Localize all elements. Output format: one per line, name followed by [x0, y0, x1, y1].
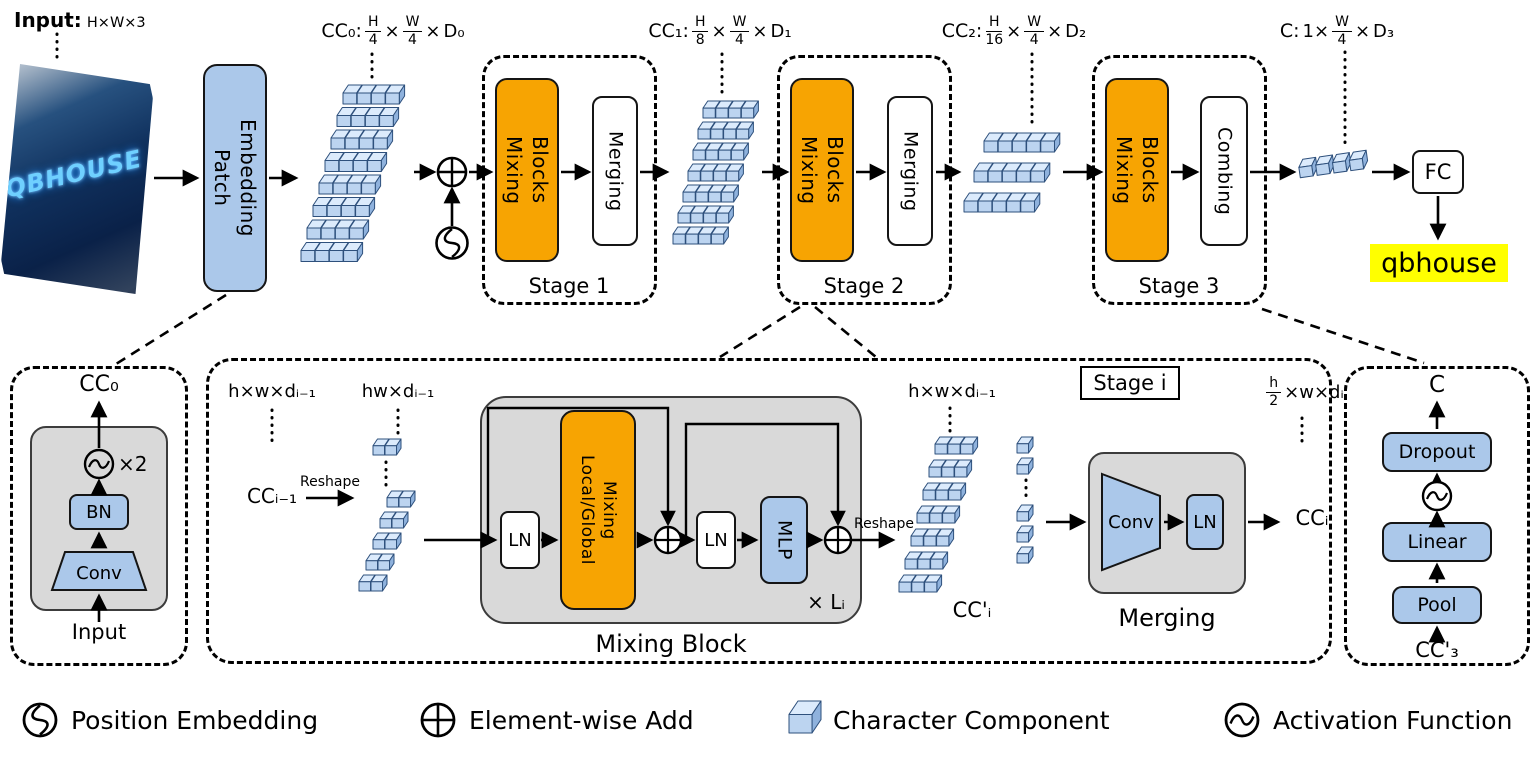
legend-activation-function: Activation Function: [1222, 698, 1512, 742]
activation-function-icon: [1224, 702, 1260, 738]
cc-prime-column-bottom: [1016, 504, 1034, 568]
element-wise-add-icon: [420, 702, 456, 738]
linear-box: Linear: [1382, 522, 1492, 562]
conv-label: Conv: [1108, 511, 1154, 533]
patch-detail-cc0-label: CC₀: [79, 372, 119, 397]
cc2-stack: [963, 132, 1061, 217]
mlp-box: MLP: [760, 496, 808, 584]
cc-prime-i-label: CC'ᵢ: [952, 598, 992, 622]
out-dims-label: h×w×dᵢ₋₁: [908, 380, 996, 402]
times-li-label: × Lᵢ: [807, 590, 845, 614]
linear-label: Linear: [1407, 531, 1467, 553]
bn-box: BN: [69, 494, 129, 530]
patch-detail-input-label: Input: [71, 620, 127, 644]
conv-label: Conv: [76, 563, 122, 584]
combing-detail-box: [1344, 366, 1530, 666]
input-image: QBHOUSE: [0, 64, 154, 294]
stage-3-mixing-blocks: Mixing Blocks: [1105, 78, 1169, 262]
dashed-connectors: [115, 293, 1425, 366]
local-global-mixing-label: Local/Global Mixing: [577, 454, 620, 566]
ln2-box: LN: [696, 511, 736, 569]
stage-2-label: Stage 2: [823, 274, 905, 298]
pool-box: Pool: [1392, 586, 1482, 624]
input-dims-text: H×W×3: [86, 15, 146, 31]
cc-prime-3-label: CC'₃: [1415, 638, 1459, 662]
legend-label: Position Embedding: [71, 705, 319, 735]
mixing-blocks-label: Mixing Blocks: [797, 135, 847, 205]
ln1-box: LN: [500, 511, 540, 569]
conv-trapezoid: Conv: [50, 550, 148, 592]
trapezoid-shape: [1101, 472, 1161, 572]
mixing-block-label: Mixing Block: [595, 630, 747, 658]
stage-i-box: Stage i: [1080, 366, 1180, 400]
combing-c-label: C: [1428, 372, 1446, 398]
flat-dims-label: hw×dᵢ₋₁: [361, 380, 435, 402]
merge-ln-box: LN: [1186, 494, 1224, 550]
character-component-icon: [788, 700, 822, 740]
flat-cc-pair: [372, 438, 402, 460]
dropout-box: Dropout: [1382, 432, 1492, 472]
c-stack: [1297, 149, 1371, 183]
trapezoid-shape: [50, 551, 148, 591]
times-two-label: ×2: [118, 452, 148, 476]
patch-detail-box: [10, 366, 188, 666]
reshape-in-label: Reshape: [300, 474, 360, 490]
legend-label: Element-wise Add: [469, 705, 694, 735]
input-label: Input: H×W×3: [14, 8, 146, 32]
reshape-out-label: Reshape: [854, 516, 914, 532]
mixing-detail-box: [206, 358, 1332, 664]
recognition-result: qbhouse: [1370, 244, 1508, 282]
stage-2-merging: Merging: [887, 96, 933, 246]
cc-i-label: CCᵢ: [1295, 506, 1329, 530]
stage-i-label: Stage i: [1093, 371, 1167, 395]
merging-label: Merging: [604, 130, 627, 212]
patch-embedding-box: Patch Embedding: [203, 64, 267, 292]
cc-i-minus-1-label: CCᵢ₋₁: [246, 484, 298, 508]
cc-prime-column-top: [1016, 436, 1034, 479]
element-wise-add-icon: [436, 156, 468, 188]
ln-label: LN: [508, 529, 532, 551]
mixing-blocks-label: Mixing Blocks: [1112, 135, 1162, 205]
dropout-label: Dropout: [1398, 441, 1476, 463]
fc-label: FC: [1424, 160, 1452, 184]
pool-label: Pool: [1417, 594, 1457, 616]
cc0-stack: [300, 84, 406, 267]
legend-element-wise-add: Element-wise Add: [418, 698, 694, 742]
merge-conv-trapezoid: Conv: [1100, 472, 1162, 572]
result-text: qbhouse: [1381, 247, 1497, 279]
merging-detail-label: Merging: [1118, 604, 1216, 632]
local-global-mixing-box: Local/Global Mixing: [560, 410, 636, 610]
legend-label: Character Component: [833, 705, 1110, 735]
stage-2-mixing-blocks: Mixing Blocks: [790, 78, 854, 262]
stage-1-label: Stage 1: [528, 274, 610, 298]
combing-label: Combing: [1213, 126, 1236, 216]
ln-label: LN: [1193, 511, 1217, 533]
mlp-label: MLP: [773, 520, 796, 560]
position-embedding-icon: [22, 702, 58, 738]
bn-label: BN: [86, 501, 112, 523]
legend-label: Activation Function: [1273, 705, 1513, 735]
stage-1-mixing-blocks: Mixing Blocks: [495, 78, 559, 262]
in-dims-label: h×w×dᵢ₋₁: [228, 380, 316, 402]
flat-cc-stack: [358, 490, 416, 596]
patch-embedding-label: Patch Embedding: [210, 119, 260, 237]
fc-box: FC: [1412, 150, 1464, 194]
ln-label: LN: [704, 529, 728, 551]
legend-position-embedding: Position Embedding: [20, 698, 318, 742]
stage-1-merging: Merging: [592, 96, 638, 246]
stage-3-combing: Combing: [1200, 96, 1248, 246]
stage-3-label: Stage 3: [1138, 274, 1220, 298]
legend-character-component: Character Component: [788, 698, 1110, 742]
input-label-text: Input:: [14, 8, 82, 32]
mixing-blocks-label: Mixing Blocks: [502, 135, 552, 205]
position-embedding-icon: [435, 226, 469, 260]
cc-prime-stack: [898, 436, 979, 597]
merging-label: Merging: [899, 130, 922, 212]
cc1-stack: [672, 100, 760, 249]
